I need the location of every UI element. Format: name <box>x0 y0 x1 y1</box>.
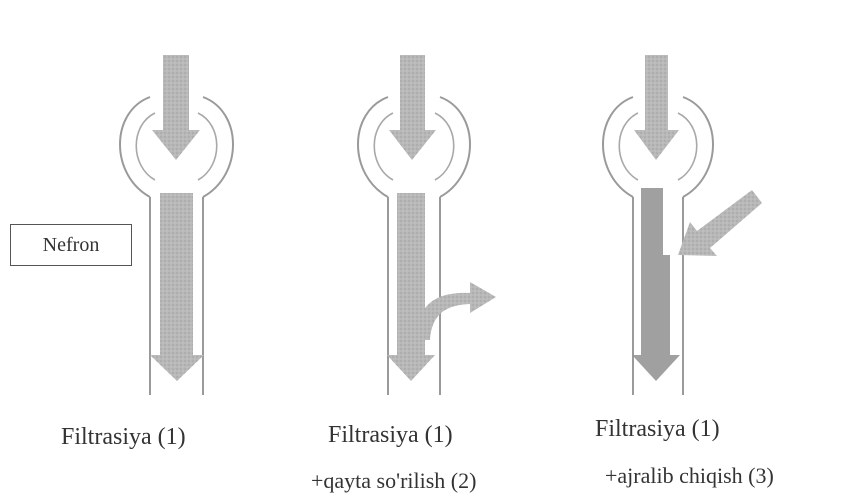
nefron-label: Nefron <box>43 234 100 257</box>
panel-2-reabsorption <box>358 55 496 395</box>
panel-2-filtrate-flow-arrow <box>387 193 435 381</box>
panel-2-blood-inflow-arrow <box>389 55 436 160</box>
panel-3-caption: Filtrasiya (1) <box>595 416 720 443</box>
nefron-label-box: Nefron <box>10 224 132 266</box>
panel-1-filtration <box>120 55 233 395</box>
panel-1-caption: Filtrasiya (1) <box>61 424 186 451</box>
panel-2-reabsorption-arrow <box>415 282 496 340</box>
panel-3-secretion-arrow <box>678 190 762 256</box>
panel-3-secretion <box>603 55 762 395</box>
panel-3-filtrate-flow-arrow <box>632 188 680 381</box>
panel-2-subcaption: +qayta so'rilish (2) <box>311 468 476 494</box>
panel-1-filtrate-flow-arrow <box>150 193 204 381</box>
panel-2-caption: Filtrasiya (1) <box>328 422 453 449</box>
panel-3-blood-inflow-arrow <box>634 55 679 160</box>
panel-1-blood-inflow-arrow <box>152 55 200 160</box>
panel-3-subcaption: +ajralib chiqish (3) <box>605 463 774 489</box>
